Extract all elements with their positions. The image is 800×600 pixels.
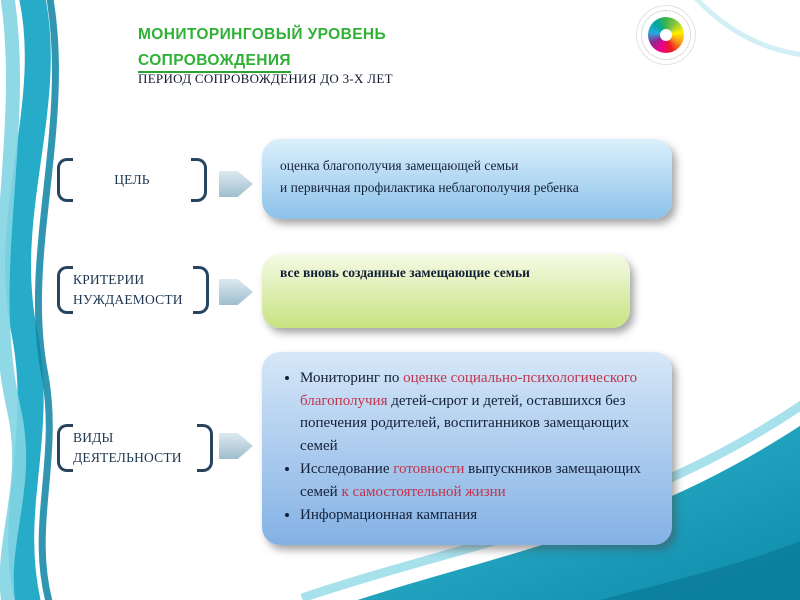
goal-box-line1: оценка благополучия замещающей семьи <box>280 158 519 173</box>
slide-title-line1: МОНИТОРИНГОВЫЙ УРОВЕНЬ <box>138 26 387 43</box>
bullet-segment: Информационная кампания <box>300 507 478 523</box>
label-goal-text: ЦЕЛЬ <box>114 172 150 188</box>
label-goal: ЦЕЛЬ <box>57 158 207 202</box>
slide-title-line2: СОПРОВОЖДЕНИЯ <box>138 52 291 74</box>
bullet-item: Мониторинг по оценке социально-психологи… <box>300 367 658 457</box>
goal-box-line2: и первичная профилактика неблагополучия … <box>280 179 579 195</box>
slide-subtitle: ПЕРИОД СОПРОВОЖДЕНИЯ ДО 3-Х ЛЕТ <box>138 71 393 86</box>
criteria-box: все вновь созданные замещающие семьи <box>262 254 630 328</box>
flower-emblem-icon <box>648 17 684 53</box>
label-activities-line2: ДЕЯТЕЛЬНОСТИ <box>73 450 182 465</box>
label-criteria-line2: НУЖДАЕМОСТИ <box>73 292 183 307</box>
label-criteria-line1: КРИТЕРИИ <box>73 272 145 288</box>
bracket-left-icon <box>57 158 73 202</box>
activities-box: Мониторинг по оценке социально-психологи… <box>262 352 672 545</box>
label-activities-line1: ВИДЫ <box>73 430 114 446</box>
logo <box>637 6 695 64</box>
bracket-right-icon <box>191 158 207 202</box>
bullet-segment-highlight: готовности <box>393 461 465 477</box>
bullet-item: Информационная кампания <box>300 504 658 527</box>
bullet-segment: выпускников замещающих семей <box>300 461 641 500</box>
activities-bullet-list: Мониторинг по оценке социально-психологи… <box>274 367 658 527</box>
bracket-left-icon <box>57 424 73 472</box>
bracket-left-icon <box>57 266 73 314</box>
goal-box: оценка благополучия замещающей семьи и п… <box>262 139 672 219</box>
bracket-right-icon <box>193 266 209 314</box>
label-activities: ВИДЫ ДЕЯТЕЛЬНОСТИ <box>57 424 213 472</box>
slide-title: МОНИТОРИНГОВЫЙ УРОВЕНЬ СОПРОВОЖДЕНИЯ <box>138 22 386 74</box>
label-criteria: КРИТЕРИИ НУЖДАЕМОСТИ <box>57 266 209 314</box>
bullet-segment-highlight: к самостоятельной жизни <box>341 483 506 500</box>
bracket-right-icon <box>197 424 213 472</box>
criteria-box-text: все вновь созданные замещающие семьи <box>280 265 530 280</box>
bullet-item: Исследование готовности выпускников заме… <box>300 458 658 503</box>
bullet-segment: детей-сирот и детей, оставшихся без попе… <box>300 392 629 454</box>
bullet-segment: Исследование <box>300 461 394 477</box>
bullet-segment: Мониторинг по <box>300 370 404 386</box>
bullet-segment-highlight: оценке социально-психологического благоп… <box>300 370 638 409</box>
